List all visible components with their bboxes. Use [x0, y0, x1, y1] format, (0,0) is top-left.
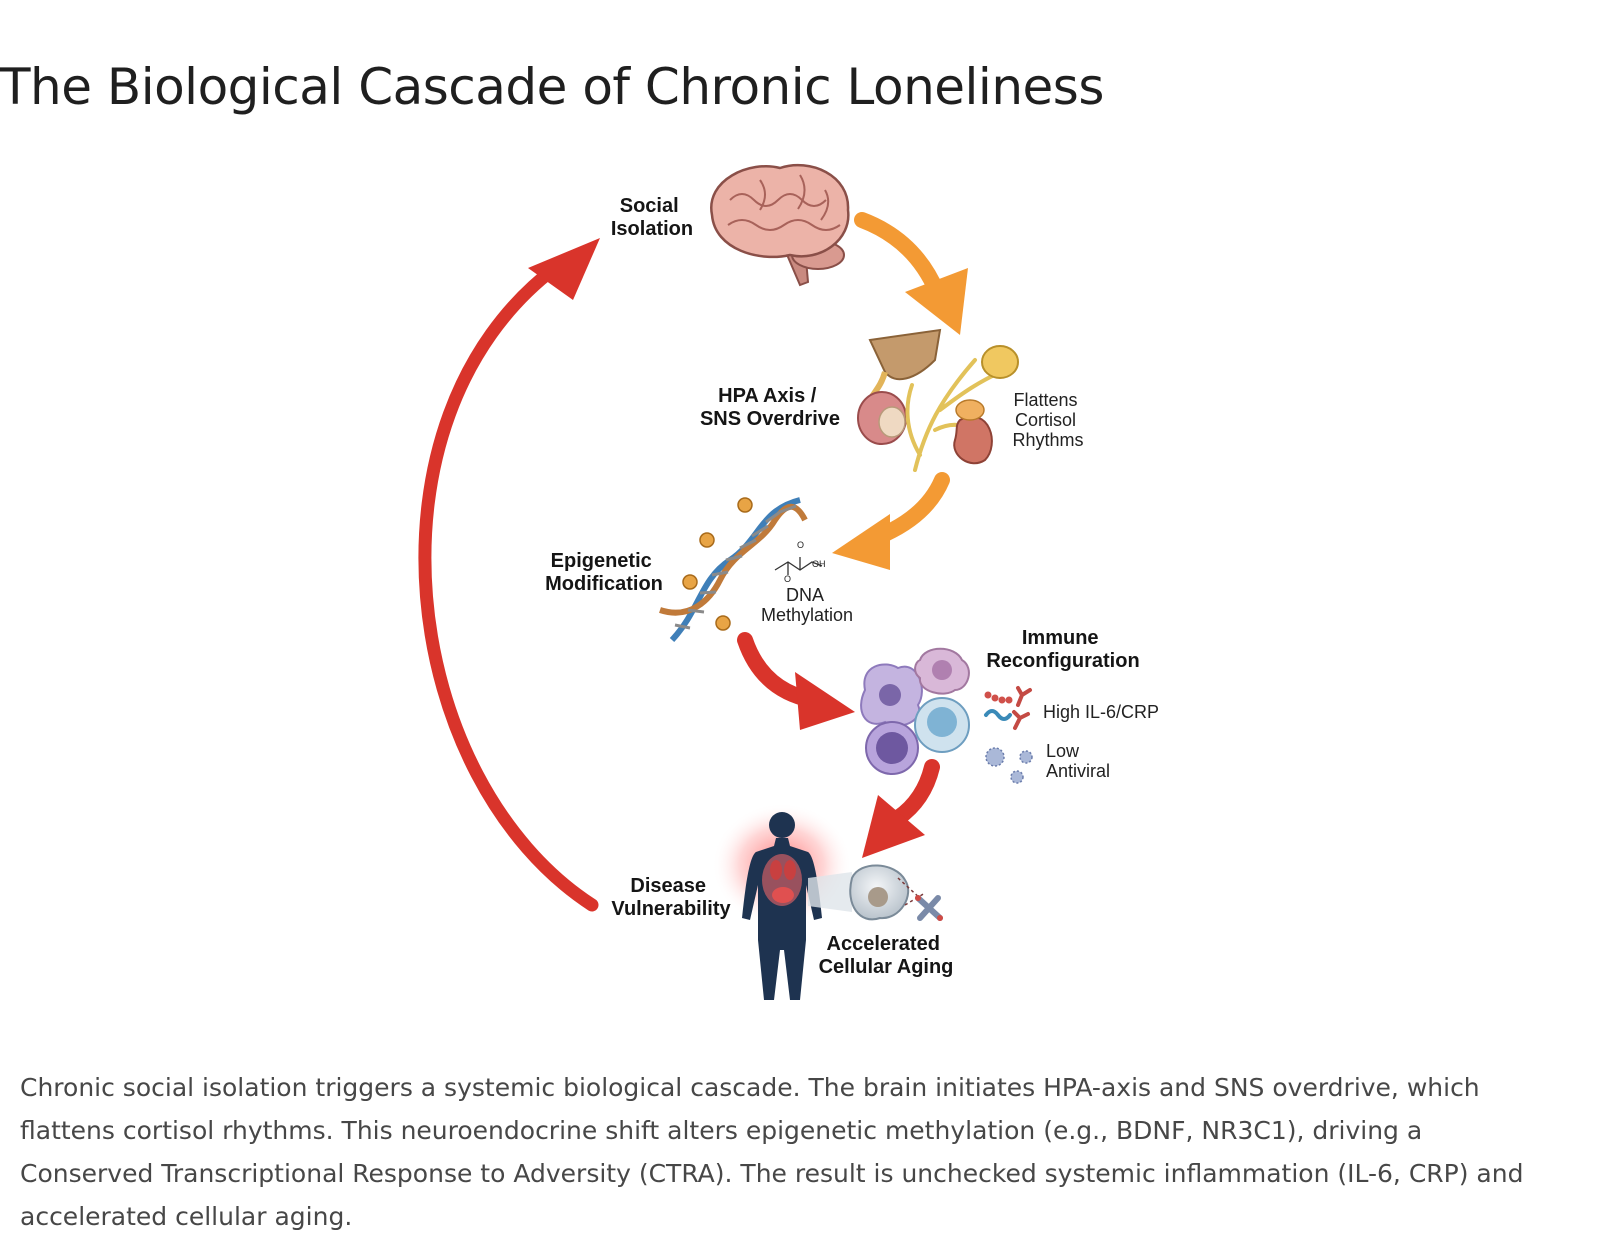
figure-caption: Chronic social isolation triggers a syst… — [20, 1073, 1524, 1231]
feedback-loop-arrow — [418, 238, 600, 912]
label-hpa-axis: HPA Axis / SNS Overdrive — [700, 385, 840, 430]
page-title: The Biological Cascade of Chronic Loneli… — [0, 58, 1104, 116]
arrow-epigenetic-to-immune — [737, 632, 855, 730]
dna-helix-icon — [659, 497, 823, 643]
hpa-organs-icon — [857, 328, 1019, 472]
immune-cells-icon — [860, 647, 970, 775]
chem-label-o2: O — [784, 574, 791, 584]
label-flattens-cortisol: Flattens Cortisol Rhythms — [1012, 390, 1083, 450]
arrow-hpa-to-epigenetic — [832, 472, 950, 570]
chem-label-oh: OH — [812, 559, 826, 569]
label-aging: Accelerated Cellular Aging — [819, 933, 954, 978]
label-high-il6: High IL-6/CRP — [1043, 702, 1159, 722]
cytokine-icon — [984, 686, 1032, 730]
cascade-diagram: O OH O — [418, 163, 1159, 1000]
label-disease: Disease Vulnerability — [611, 875, 731, 920]
arrow-isolation-to-hpa — [854, 212, 968, 335]
label-epigenetic: Epigenetic Modification — [545, 550, 663, 595]
label-low-antiviral: Low Antiviral — [1046, 741, 1110, 781]
virus-icon — [985, 747, 1033, 784]
arrow-immune-to-disease — [862, 759, 940, 858]
label-social-isolation: Social Isolation — [611, 195, 693, 240]
brain-icon — [710, 163, 850, 287]
label-immune: Immune Reconfiguration — [986, 627, 1139, 672]
label-dna-methylation: DNA Methylation — [761, 585, 853, 625]
aging-cell-icon — [808, 864, 943, 921]
chem-label-o1: O — [797, 540, 804, 550]
